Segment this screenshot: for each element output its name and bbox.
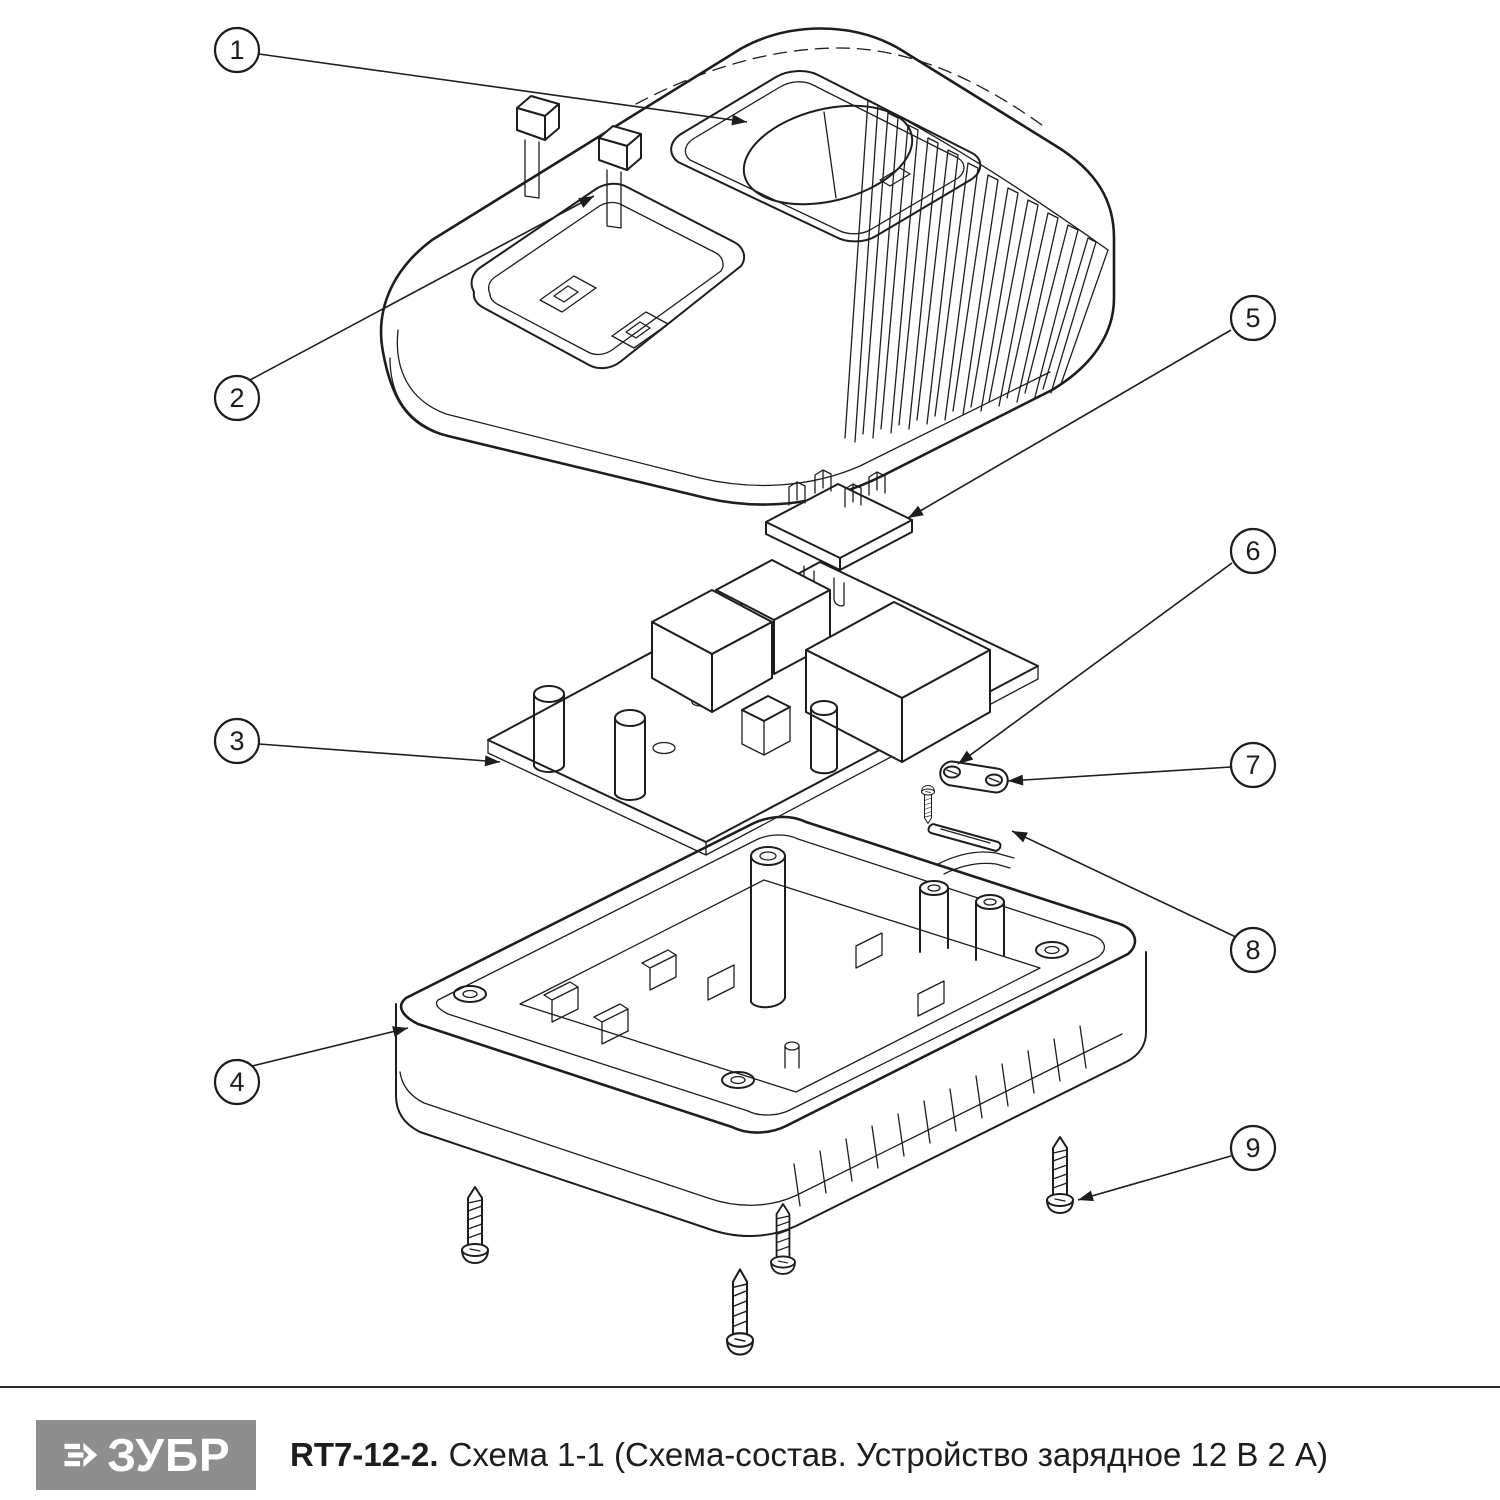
pcb-capacitors [533,685,838,801]
diagram-title: RT7-12-2.Схема 1-1 (Схема-состав. Устрой… [290,1436,1328,1474]
exploded-view-diagram: 1 2 3 4 5 6 7 8 9 [213,26,1277,1356]
screw [725,1268,755,1356]
contact-prongs [516,95,642,229]
callout-6-label: 6 [1245,536,1260,566]
callout-2: 2 [213,374,261,422]
callout-8-label: 8 [1245,935,1260,965]
top-housing [379,27,1116,506]
base-ribs [793,1025,1087,1207]
callout-3: 3 [213,717,261,765]
callout-3-label: 3 [229,726,244,756]
footer-divider [0,1386,1500,1388]
callout-7-label: 7 [1245,750,1260,780]
callout-9-label: 9 [1245,1133,1260,1163]
housing-ribs [844,99,1109,443]
brand-arrow-icon [64,1442,98,1468]
callouts: 1 2 3 4 5 6 7 8 9 [213,26,1277,1172]
callout-7: 7 [1229,741,1277,789]
callout-8: 8 [1229,926,1277,974]
title-caption: Схема 1-1 (Схема-состав. Устройство заря… [448,1436,1329,1473]
contact-block [765,469,913,607]
screw [461,1186,489,1264]
brand-logo: ЗУБР [36,1420,256,1490]
callout-2-label: 2 [229,383,244,413]
callout-1: 1 [213,26,261,74]
brand-name: ЗУБР [107,1429,231,1481]
callout-4: 4 [213,1058,261,1106]
footer: ЗУБР RT7-12-2.Схема 1-1 (Схема-состав. У… [36,1420,1328,1490]
screw [770,1203,796,1275]
leader-lines [249,53,1239,1206]
model-number: RT7-12-2. [290,1436,439,1473]
pcb-relay [741,695,791,756]
terminal-pin [927,823,1002,852]
bottom-housing [395,815,1147,1237]
callout-1-label: 1 [229,35,244,65]
callout-9: 9 [1229,1124,1277,1172]
pcb-transformer-small [651,559,831,713]
pcb-transformer-large [805,601,991,763]
front-recess [470,182,746,370]
callout-5-label: 5 [1245,303,1260,333]
terminal-assembly [921,760,1009,852]
interior-posts [453,846,1069,1089]
pcb [487,559,1039,856]
battery-cavity [670,70,982,243]
callout-4-label: 4 [229,1067,244,1097]
base-screws [461,1136,1074,1356]
terminal-screw [921,785,935,824]
screw [1046,1136,1074,1214]
callout-5: 5 [1229,294,1277,342]
interior-clips [543,932,945,1045]
callout-6: 6 [1229,527,1277,575]
